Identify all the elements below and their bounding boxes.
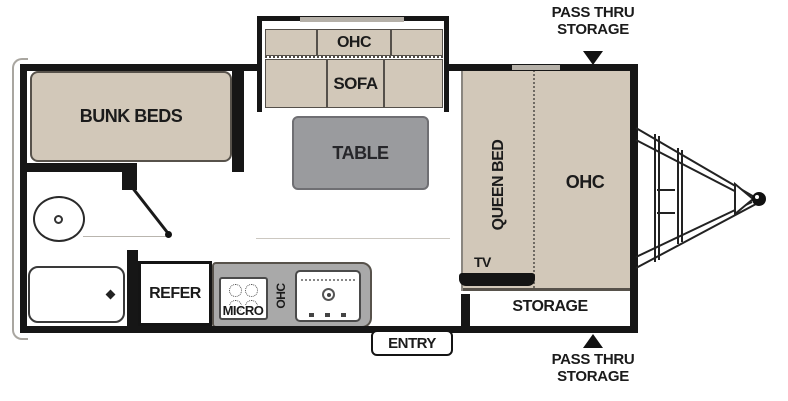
dinette-table: TABLE (292, 116, 429, 190)
arrow-down-icon (583, 51, 603, 65)
refrigerator: REFER (138, 261, 212, 326)
cabinet-section (390, 30, 442, 55)
pass-thru-storage-callout-top: PASS THRU STORAGE (536, 4, 650, 39)
slideout-window (300, 17, 404, 22)
toilet-drain (54, 215, 63, 224)
counter-edge-line (83, 236, 169, 237)
tv-label: TV (474, 254, 491, 270)
bunk-beds-label: BUNK BEDS (79, 106, 183, 126)
sofa: SOFA (265, 59, 443, 108)
door-knob-icon (165, 231, 172, 238)
queen-bed-area (463, 70, 631, 291)
bunk-end-wall (232, 66, 244, 172)
queen-bed-label: QUEEN BED (490, 139, 507, 231)
burner-icon (245, 300, 258, 313)
sink-drain (322, 288, 335, 301)
sink-tick (325, 313, 330, 317)
queen-bed-dotted-divider (533, 70, 535, 288)
sofa-ohc-cabinets: OHC (265, 29, 443, 56)
storage-left-wall (461, 294, 470, 328)
bathtub-icon (28, 266, 125, 323)
top-wall-left (20, 64, 262, 71)
bedroom-ohc-label: OHC (565, 172, 605, 192)
hitch-coupler (734, 181, 755, 217)
cabinet-section: OHC (316, 30, 390, 55)
floor-edge-line (256, 238, 450, 239)
kitchen-ohc-label: OHC (274, 283, 288, 309)
callout-line: PASS THRU (551, 351, 635, 368)
entry-label: ENTRY (388, 334, 436, 352)
sink-tick (309, 313, 314, 317)
table-label: TABLE (332, 142, 389, 163)
toilet-icon (33, 196, 85, 242)
burner-icon (245, 284, 258, 297)
entry-step: ENTRY (371, 330, 453, 356)
sofa-section (383, 60, 442, 107)
bunk-beds: BUNK BEDS (30, 71, 232, 162)
hitch-ball-highlight (755, 195, 759, 199)
arrow-up-icon (583, 334, 603, 348)
queen-bed-platform-edge (461, 70, 463, 291)
pass-thru-storage-callout-bottom: PASS THRU STORAGE (536, 351, 650, 386)
storage-area (470, 291, 630, 326)
bottom-wall (20, 326, 638, 333)
sofa-section: SOFA (326, 60, 383, 107)
sink-drain-dot (326, 292, 331, 297)
bathroom-kitchen-wall (127, 250, 138, 333)
storage-label: STORAGE (512, 298, 588, 315)
sofa-ohc-label: OHC (336, 33, 372, 51)
stove-icon (219, 277, 268, 320)
callout-line: PASS THRU (551, 4, 635, 21)
body-outline (12, 58, 28, 340)
cabinet-section (266, 30, 316, 55)
hitch-ball-icon (752, 192, 766, 206)
sofa-section (266, 60, 326, 107)
burner-icon (229, 284, 242, 297)
sink-icon (295, 270, 361, 322)
bathroom-top-wall (20, 163, 132, 172)
right-wall (630, 64, 638, 333)
micro-label: MICRO (222, 303, 264, 318)
tv-icon (459, 273, 535, 286)
sink-tick (341, 313, 346, 317)
hitch-icon (635, 127, 766, 269)
left-wall (20, 64, 27, 333)
callout-line: STORAGE (557, 21, 629, 39)
tub-drain (105, 289, 116, 300)
bedroom-window (512, 65, 560, 70)
refer-label: REFER (149, 284, 201, 302)
bathroom-wall-stub (122, 163, 137, 190)
sink-dotted-edge (301, 279, 355, 281)
sofa-label: SOFA (333, 73, 378, 93)
callout-line: STORAGE (557, 368, 629, 386)
burner-icon (229, 300, 242, 313)
sofa-dotted-divider (265, 56, 443, 58)
door-swing (130, 186, 171, 236)
